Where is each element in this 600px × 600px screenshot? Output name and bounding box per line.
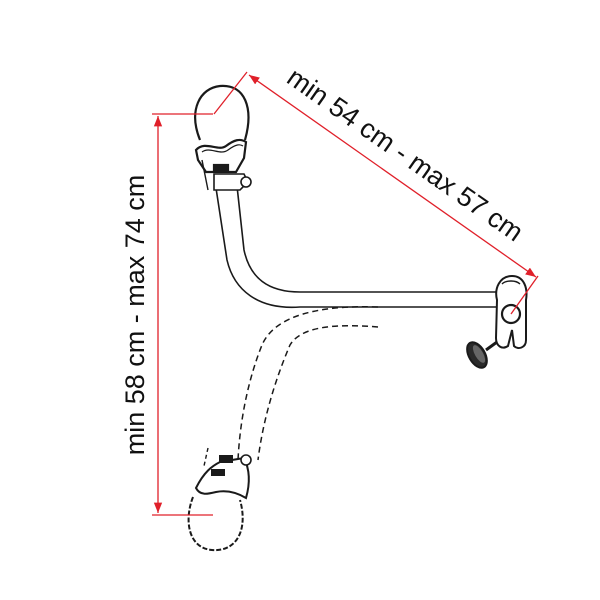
frame-arm-solid [215, 185, 500, 309]
diagonal-dimension [213, 71, 539, 315]
frame-arm-dashed [237, 306, 379, 461]
vertical-dimension [152, 113, 213, 516]
top-clamp [194, 84, 252, 191]
diagonal-dimension-label: min 54 cm - max 57 cm [282, 62, 529, 247]
vertical-dimension-label: min 58 cm - max 74 cm [120, 175, 150, 456]
diagonal-extension-top [213, 71, 248, 115]
diagonal-dimension-line [248, 74, 537, 278]
wall-clamp [466, 274, 528, 369]
diagonal-extension-right [510, 275, 539, 315]
bottom-clamp [187, 447, 252, 552]
